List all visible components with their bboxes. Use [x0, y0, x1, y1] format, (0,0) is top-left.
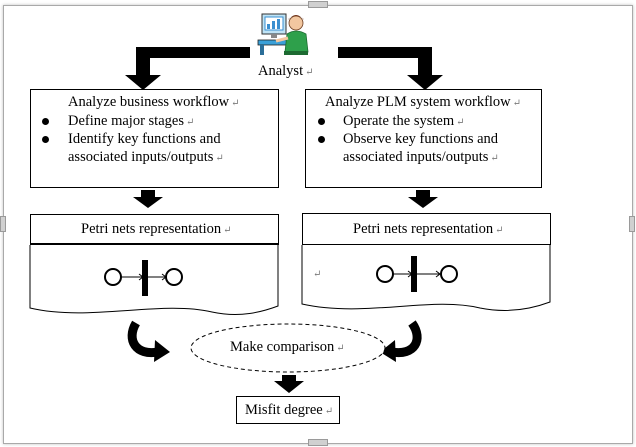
analyst-label: Analyst↵ [258, 63, 314, 79]
left-petri-title: Petri nets representation↵ [81, 221, 232, 237]
right-resize-handle[interactable] [629, 216, 635, 232]
bullet-icon [318, 136, 325, 143]
bullet-icon [318, 118, 325, 125]
left-bullet-1: Define major stages↵ [68, 113, 195, 129]
left-petri-header: Petri nets representation↵ [30, 214, 279, 245]
right-petri-para-mark: ↵ [313, 269, 322, 280]
misfit-degree-box: Misfit degree↵ [236, 396, 340, 424]
bullet-icon [42, 118, 49, 125]
right-petri-header: Petri nets representation↵ [302, 213, 551, 245]
analyze-plm-title: Analyze PLM system workflow↵ [325, 94, 522, 110]
top-resize-handle[interactable] [308, 1, 328, 8]
right-bullet-1: Operate the system↵ [343, 113, 465, 129]
bullet-icon [42, 136, 49, 143]
left-resize-handle[interactable] [0, 216, 6, 232]
comparison-label: Make comparison↵ [230, 339, 345, 355]
analyze-business-title: Analyze business workflow↵ [68, 94, 240, 110]
right-bullet-2-cont: associated inputs/outputs↵ [343, 149, 499, 165]
right-petri-title: Petri nets representation↵ [353, 221, 504, 237]
left-bullet-2-cont: associated inputs/outputs↵ [68, 149, 224, 165]
misfit-degree-label: Misfit degree↵ [245, 402, 334, 418]
analyze-business-box: Analyze business workflow↵ Define major … [30, 89, 279, 188]
right-bullet-2: Observe key functions and [343, 131, 499, 147]
analyze-plm-box: Analyze PLM system workflow↵ Operate the… [305, 89, 542, 188]
bottom-resize-handle[interactable] [308, 439, 328, 446]
left-bullet-2: Identify key functions and [68, 131, 221, 147]
